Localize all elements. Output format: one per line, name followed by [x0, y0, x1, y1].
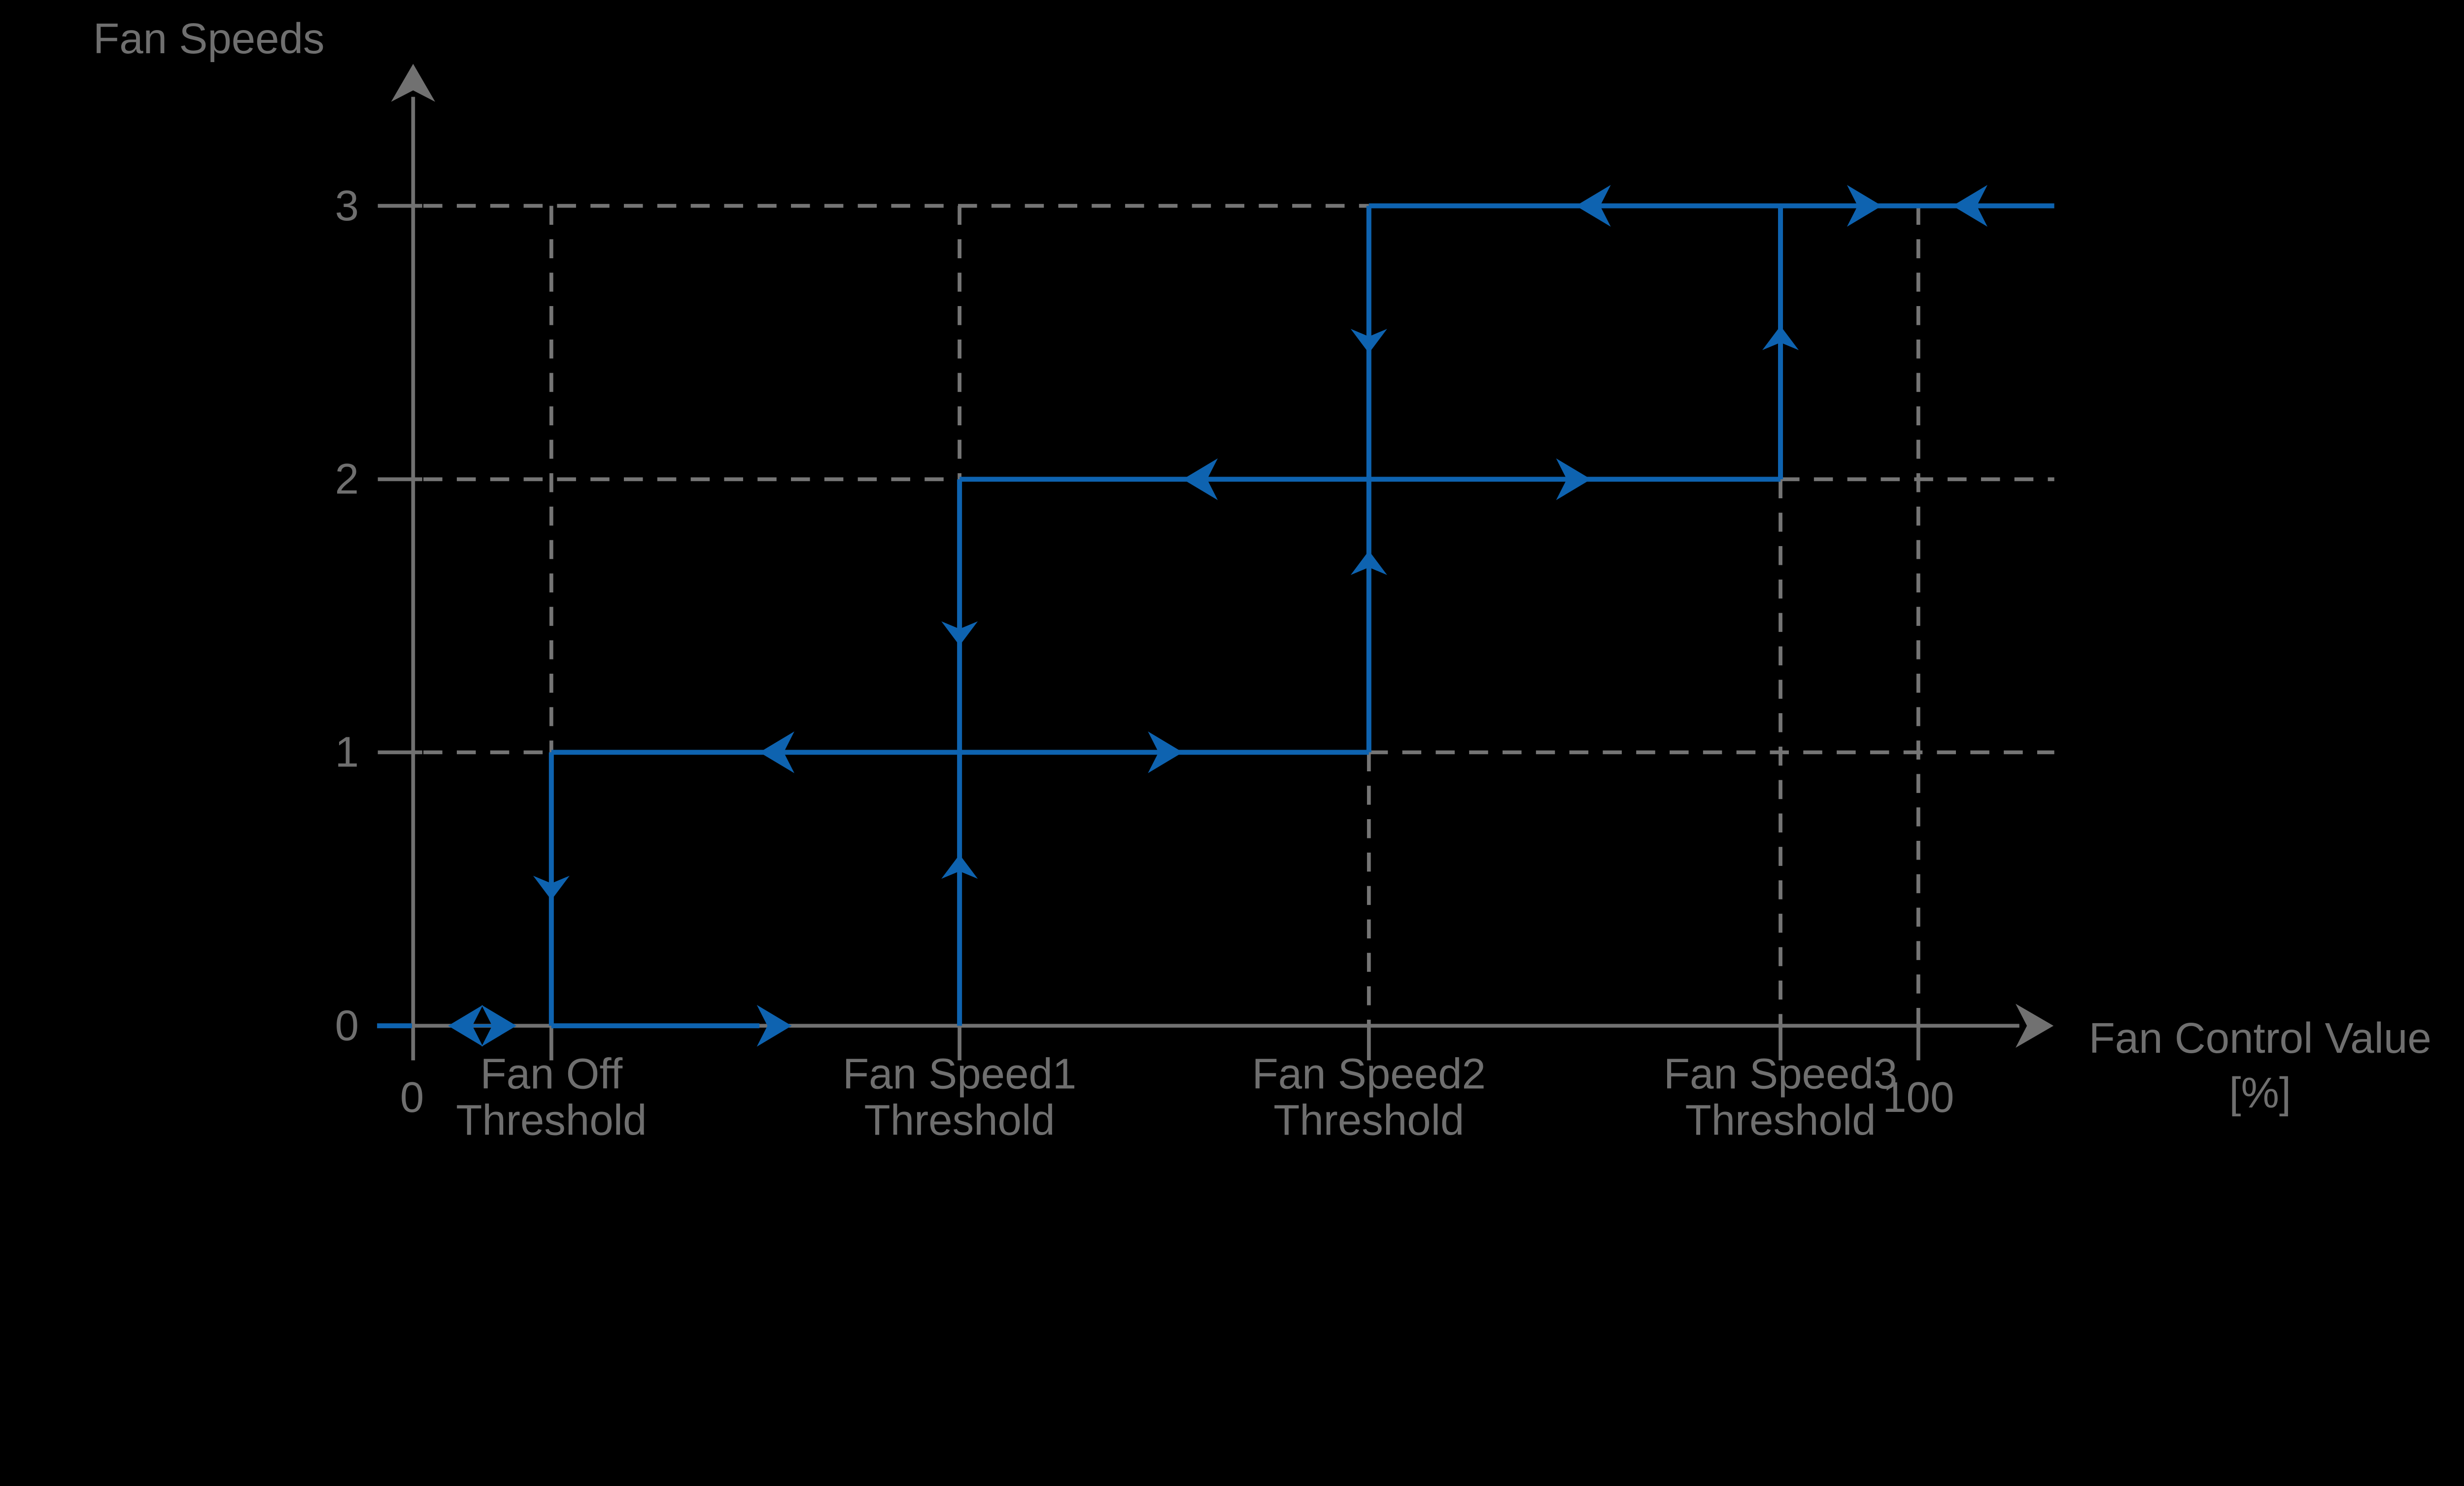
direction-arrow-left-icon	[1183, 458, 1218, 500]
x-tick-label: Threshold	[456, 1096, 647, 1144]
x-tick-label: Threshold	[1273, 1096, 1464, 1144]
x-tick-label: Threshold	[864, 1096, 1055, 1144]
direction-arrow-right-icon	[481, 1004, 516, 1047]
y-axis-arrow-icon	[391, 64, 436, 102]
chart-background	[0, 0, 2464, 1145]
direction-arrow-right-icon	[1148, 731, 1183, 773]
direction-arrow-down-icon	[941, 621, 978, 646]
direction-arrow-left-icon	[448, 1004, 483, 1047]
direction-arrow-up-icon	[1350, 551, 1387, 575]
y-tick-label: 0	[335, 1002, 359, 1049]
x-tick-label: 100	[1882, 1073, 1954, 1121]
x-tick-label: Fan Speed3	[1664, 1050, 1897, 1098]
x-tick-label: Threshold	[1685, 1096, 1876, 1144]
axis-ticks	[377, 204, 1920, 1061]
direction-arrow-down-icon	[533, 875, 570, 900]
direction-arrow-right-icon	[1847, 185, 1882, 227]
direction-arrow-up-icon	[1762, 326, 1799, 350]
x-tick-label: Fan Speed2	[1252, 1050, 1486, 1098]
direction-arrow-right-icon	[756, 1004, 792, 1047]
direction-arrow-down-icon	[1350, 329, 1387, 353]
direction-arrow-up-icon	[941, 854, 978, 879]
grid-lines	[423, 204, 2054, 1026]
x-tick-label: 0	[400, 1073, 424, 1121]
direction-arrow-left-icon	[759, 731, 794, 773]
y-tick-label: 1	[335, 728, 359, 776]
direction-arrow-right-icon	[1556, 458, 1591, 500]
hysteresis-path	[377, 185, 2054, 1047]
x-axis-title: Fan Control Value	[2089, 1014, 2431, 1062]
x-tick-label: Fan Speed1	[843, 1050, 1076, 1098]
x-tick-label: Fan Off	[480, 1050, 623, 1098]
chart-title: Fan Speeds	[93, 15, 325, 63]
direction-arrow-left-icon	[1952, 185, 1987, 227]
y-tick-label: 2	[335, 455, 359, 503]
y-tick-label: 3	[335, 182, 359, 230]
x-axis-title-unit: [%]	[2229, 1069, 2291, 1117]
x-axis-arrow-icon	[2015, 1003, 2054, 1048]
direction-arrow-left-icon	[1575, 185, 1611, 227]
